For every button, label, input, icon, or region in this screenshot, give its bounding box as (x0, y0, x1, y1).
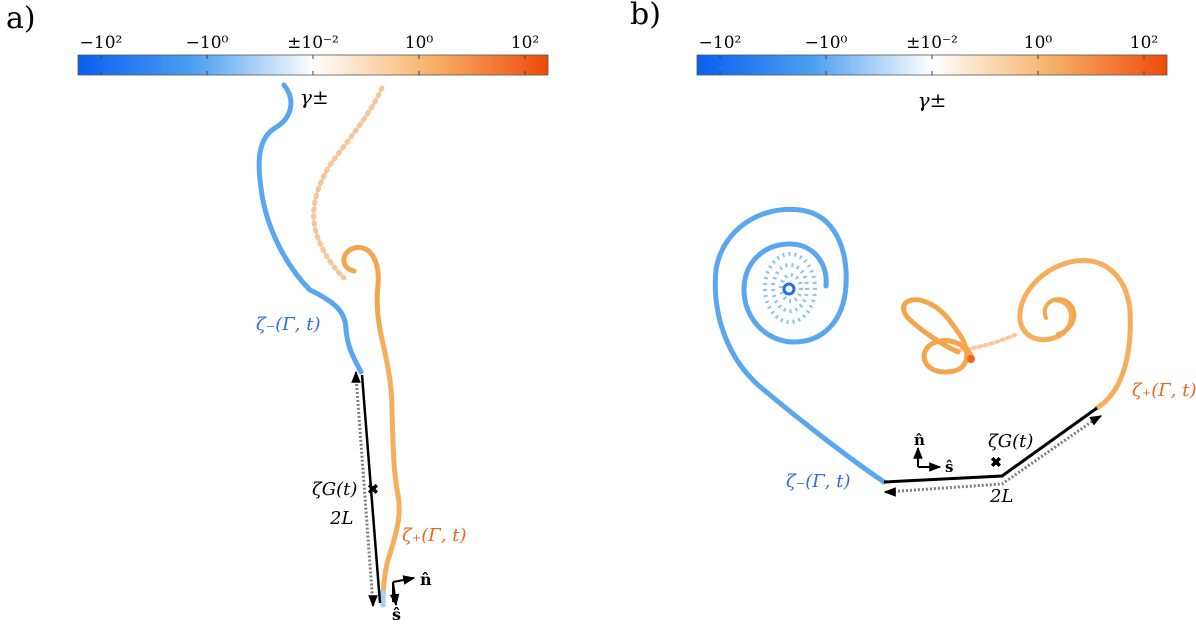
colorbar-tick: ±10⁻² (906, 33, 958, 53)
vortex-sheet-positive (1017, 258, 1133, 411)
vortex-sheet-positive-left (901, 297, 975, 375)
plate (360, 374, 382, 604)
plate-previous (885, 416, 1098, 494)
zeta-g-label: ζG(t) (988, 431, 1033, 452)
colorbar-a: −10² −10⁰ ±10⁻² 10⁰ 10² (77, 33, 549, 76)
positive-spiral-core (967, 355, 975, 363)
negative-spiral (763, 252, 817, 324)
centroid-marker: ✖ (990, 455, 1002, 471)
n-hat-label: n̂ (914, 431, 925, 449)
colorbar-tick: −10⁰ (186, 33, 229, 53)
zeta-g-label: ζG(t) (312, 479, 357, 500)
colorbar-tick: 10⁰ (1024, 33, 1053, 53)
zeta-plus-label: ζ₊(Γ, t) (1132, 380, 1196, 401)
zeta-minus-label: ζ₋(Γ, t) (786, 471, 850, 492)
panel-b: b) −10² −10⁰ ±10⁻² 10⁰ 10² γ± (630, 0, 1196, 507)
vortex-sheet-positive-inner (1042, 297, 1077, 336)
vortex-sheet-positive-dotted (311, 85, 385, 281)
colorbar-b: −10² −10⁰ ±10⁻² 10⁰ 10² γ± (696, 33, 1168, 112)
colorbar-tick: ±10⁻² (287, 33, 339, 53)
colorbar-tick: 10⁰ (405, 33, 434, 53)
colorbar-tick: −10² (80, 33, 123, 53)
vortex-sheet-positive (377, 327, 402, 608)
zeta-minus-label: ζ₋(Γ, t) (256, 314, 320, 335)
vortex-sheet-negative (256, 82, 364, 375)
negative-spiral-core (782, 282, 796, 296)
colorbar-tick: 10² (1130, 33, 1158, 53)
colorbar-tick: −10⁰ (805, 33, 848, 53)
colorbar-label: γ± (918, 88, 947, 112)
vortex-sheet-positive-curl (341, 245, 383, 333)
panel-b-tag: b) (630, 0, 661, 32)
colorbar-tick: −10² (699, 33, 742, 53)
n-hat-label: n̂ (420, 570, 432, 589)
s-hat-label: ŝ (392, 605, 401, 624)
plate-arrow (1089, 415, 1103, 426)
s-hat-arrow (389, 581, 400, 607)
gamma-label: γ± (300, 85, 329, 109)
panel-a: a) −10² −10⁰ ±10⁻² 10⁰ 10² (6, 1, 549, 624)
length-label: 2L (329, 508, 353, 529)
colorbar-tick: 10² (511, 33, 539, 53)
vortex-sheet-negative (712, 206, 887, 485)
s-hat-label: ŝ (945, 458, 953, 476)
zeta-plus-label: ζ₊(Γ, t) (402, 525, 466, 546)
length-label: 2L (989, 486, 1013, 507)
centroid-marker: ✖ (367, 482, 379, 498)
panel-a-tag: a) (6, 1, 36, 36)
n-hat-arrow (392, 575, 416, 585)
plate (883, 406, 1098, 484)
